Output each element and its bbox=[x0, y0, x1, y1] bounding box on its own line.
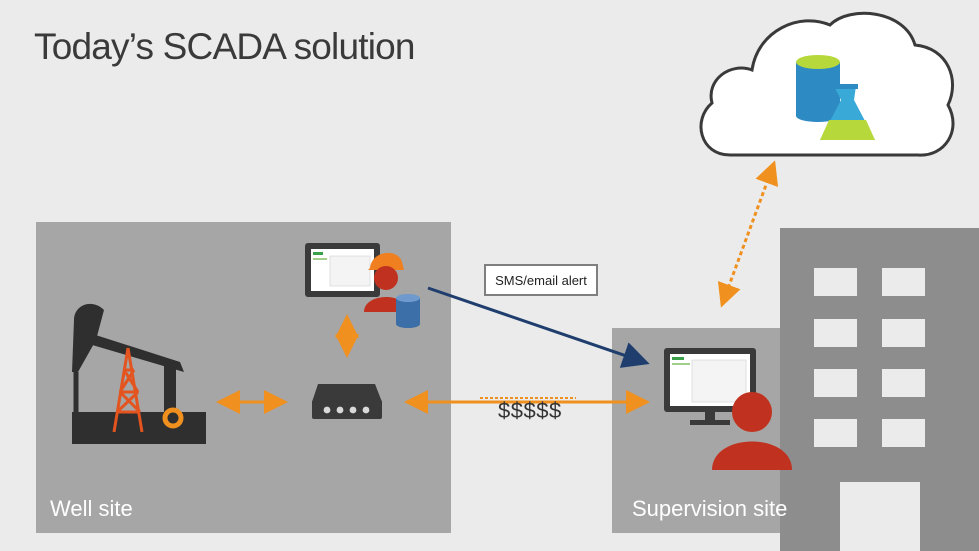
pumpjack-icon bbox=[72, 303, 206, 444]
sms-email-alert-label: SMS/email alert bbox=[484, 264, 598, 296]
field-operator-icon bbox=[305, 243, 420, 328]
well-supervision-connector bbox=[404, 390, 650, 414]
flask-icon bbox=[820, 84, 875, 140]
database-icon bbox=[796, 55, 840, 122]
page-title: Today’s SCADA solution bbox=[34, 26, 416, 67]
gateway-device-icon bbox=[312, 384, 382, 419]
well-site-label: Well site bbox=[50, 496, 133, 521]
cloud-link-connector bbox=[717, 160, 779, 308]
supervisor-icon bbox=[664, 348, 792, 470]
supervision-site-label: Supervision site bbox=[632, 496, 788, 521]
connection-cost-label: $$$$$ bbox=[498, 398, 562, 423]
alert-arrow bbox=[427, 286, 650, 368]
